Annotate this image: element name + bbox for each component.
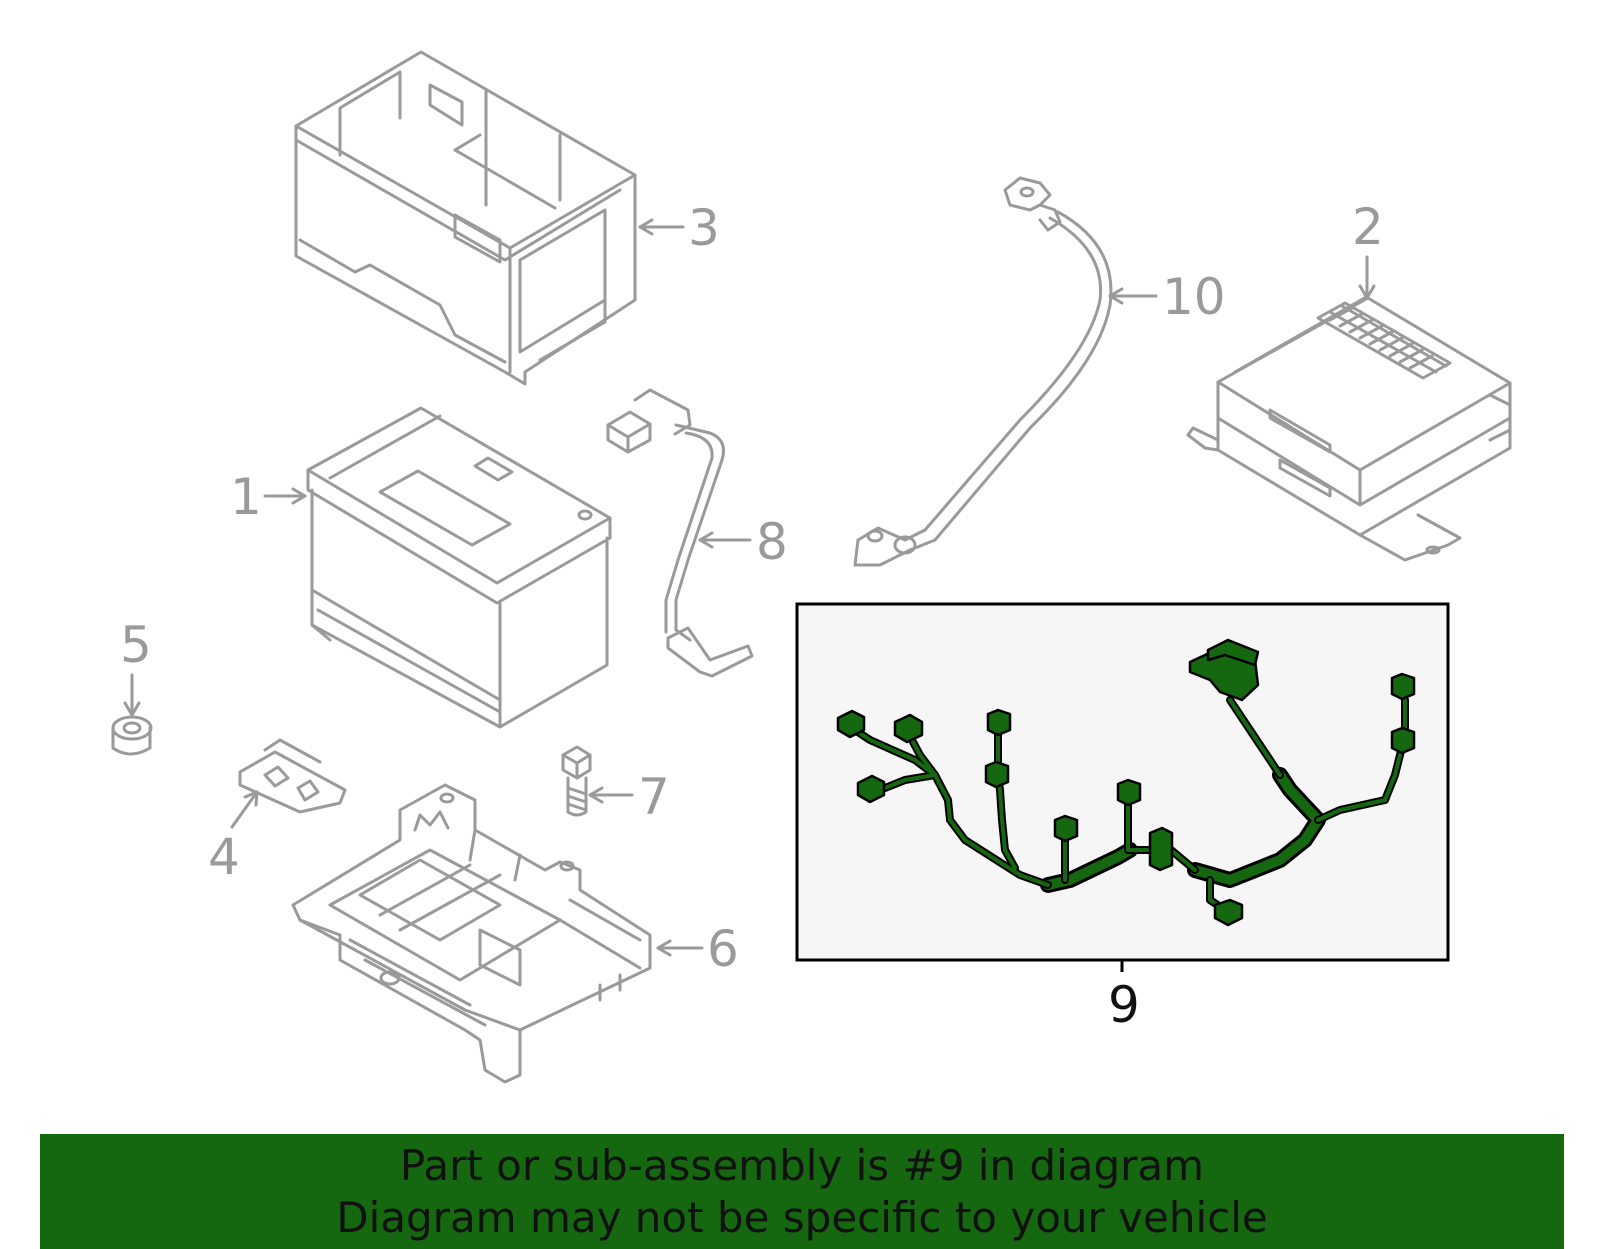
battery-cover-icon: [294, 50, 637, 386]
info-banner: Part or sub-assembly is #9 in diagram Di…: [40, 1134, 1564, 1249]
battery-tray-icon: [291, 783, 652, 1084]
ground-cable-icon: [853, 176, 1113, 567]
callout-4: 4: [208, 828, 240, 886]
callout-1: 1: [230, 468, 262, 526]
battery-icon: [306, 406, 612, 729]
callout-3: 3: [688, 199, 720, 257]
callout-7: 7: [638, 768, 670, 826]
connector-icon: [1390, 672, 1416, 701]
connector-icon: [1053, 814, 1079, 843]
callout-9: 9: [1108, 976, 1140, 1034]
bolt-icon: [561, 745, 592, 817]
connector-icon: [984, 760, 1010, 789]
connector-icon: [1148, 826, 1174, 872]
wiring-harness-icon: [836, 638, 1416, 927]
sensor-cable-icon: [606, 388, 754, 678]
connector-icon: [986, 708, 1012, 737]
main-connector-top-icon: [1206, 638, 1260, 667]
nut-icon: [111, 715, 153, 756]
bracket-icon: [238, 738, 347, 814]
leader-arrows: [123, 218, 1376, 957]
connector-icon: [856, 774, 886, 804]
control-module-icon: [1186, 294, 1512, 562]
banner-line-2: Diagram may not be specific to your vehi…: [336, 1193, 1268, 1242]
callout-5: 5: [120, 616, 152, 674]
callout-6: 6: [707, 920, 739, 978]
connector-icon: [1390, 726, 1416, 755]
callout-8: 8: [756, 513, 788, 571]
callout-10: 10: [1162, 268, 1226, 326]
connector-icon: [836, 709, 866, 739]
callout-2: 2: [1352, 198, 1384, 256]
connector-icon: [1116, 778, 1142, 807]
connector-icon: [893, 713, 924, 744]
banner-line-1: Part or sub-assembly is #9 in diagram: [399, 1141, 1205, 1190]
connector-icon: [1213, 898, 1244, 927]
